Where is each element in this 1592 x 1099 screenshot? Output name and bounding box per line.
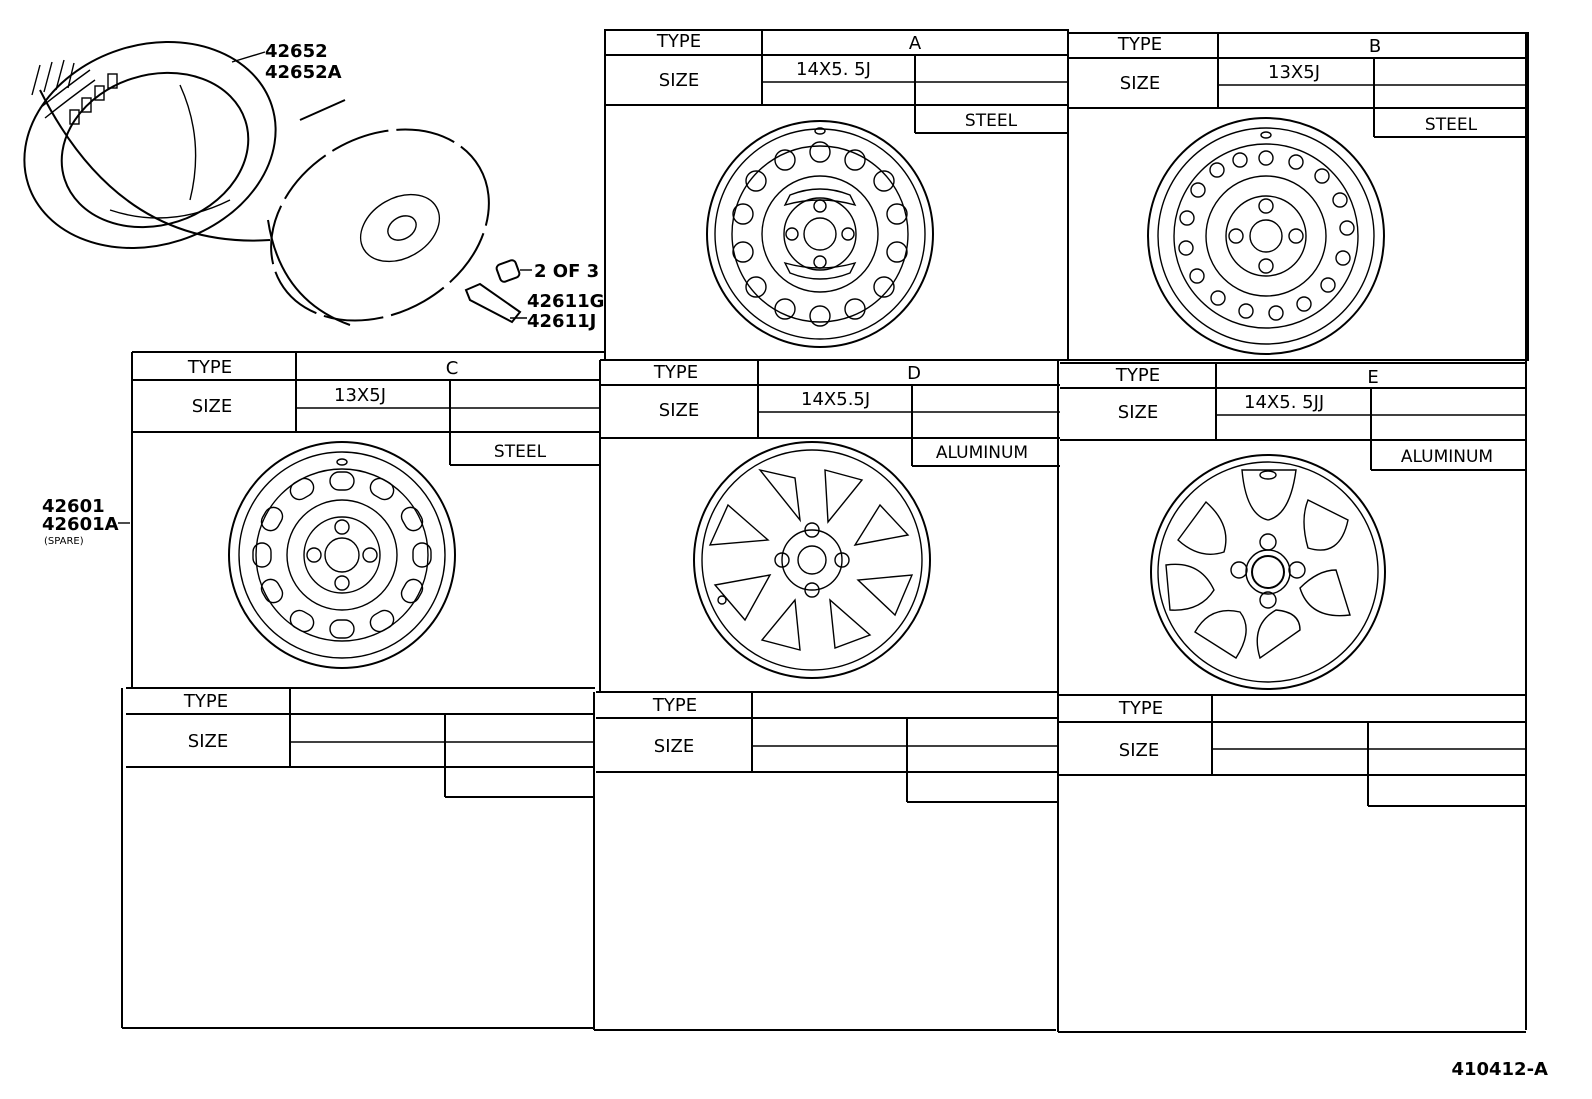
empty-left-size-label: SIZE bbox=[188, 731, 228, 752]
panel-e-type-value: E bbox=[1367, 367, 1378, 388]
tire-leader-line bbox=[231, 51, 266, 63]
panel-d-type-label: TYPE bbox=[653, 362, 698, 383]
panel-b: TYPE B SIZE 13X5J STEEL bbox=[1067, 32, 1529, 361]
empty-middle-type-label: TYPE bbox=[652, 695, 697, 716]
empty-right-type-label: TYPE bbox=[1118, 698, 1163, 719]
panel-e-material: ALUMINUM bbox=[1401, 447, 1493, 467]
panel-a-size-value: 14X5. 5J bbox=[796, 59, 871, 80]
wheel-b-drawing bbox=[1147, 117, 1385, 355]
empty-right-size-label: SIZE bbox=[1119, 740, 1159, 761]
panel-a: TYPE A SIZE 14X5. 5J STEEL bbox=[604, 29, 1069, 361]
valve-quantity-label: 2 OF 3 bbox=[534, 261, 599, 282]
panel-d: TYPE D SIZE 14X5.5J ALUMINUM bbox=[599, 359, 1060, 692]
panel-e-size-label: SIZE bbox=[1118, 402, 1158, 423]
panel-d-size-label: SIZE bbox=[659, 400, 699, 421]
empty-panel-left: TYPE SIZE bbox=[121, 687, 595, 1029]
panel-d-size-value: 14X5.5J bbox=[801, 389, 870, 410]
empty-panel-right: TYPE SIZE bbox=[1057, 360, 1526, 1033]
empty-middle-size-label: SIZE bbox=[654, 736, 694, 757]
panel-a-size-label: SIZE bbox=[659, 70, 699, 91]
wheel-spare-note: (SPARE) bbox=[44, 536, 84, 547]
panel-c-size-label: SIZE bbox=[192, 396, 232, 417]
valve-part-number: 42611G bbox=[527, 291, 604, 312]
valve-part-number-alt: 42611J bbox=[527, 311, 596, 332]
panel-c: TYPE C SIZE 13X5J STEEL bbox=[131, 351, 605, 688]
panel-b-material: STEEL bbox=[1425, 115, 1478, 135]
panel-a-material: STEEL bbox=[965, 111, 1018, 131]
panel-c-type-label: TYPE bbox=[187, 357, 232, 378]
wheel-c-drawing bbox=[228, 441, 456, 669]
wheel-part-number-alt: 42601A bbox=[42, 514, 119, 535]
empty-panel-middle: TYPE SIZE bbox=[593, 691, 1058, 1031]
valve-stem-illustration bbox=[464, 282, 527, 324]
valve-cap-illustration bbox=[495, 259, 532, 283]
panel-c-size-value: 13X5J bbox=[334, 385, 386, 406]
panel-a-type-value: A bbox=[909, 33, 922, 54]
rim-illustration bbox=[267, 99, 490, 326]
wheel-a-drawing bbox=[706, 120, 934, 348]
panel-e-type-label: TYPE bbox=[1115, 365, 1160, 386]
panel-a-type-label: TYPE bbox=[656, 31, 701, 52]
panel-c-material: STEEL bbox=[494, 442, 547, 462]
tire-part-number: 42652 bbox=[265, 41, 328, 62]
panel-e-size-value: 14X5. 5JJ bbox=[1244, 392, 1324, 413]
panel-d-type-value: D bbox=[907, 363, 921, 384]
panel-c-type-value: C bbox=[446, 358, 459, 379]
panel-b-type-label: TYPE bbox=[1117, 34, 1162, 55]
panel-e: TYPE E SIZE 14X5. 5JJ ALUMINUM bbox=[1060, 33, 1527, 1030]
wheel-d-drawing bbox=[693, 441, 931, 679]
empty-left-type-label: TYPE bbox=[183, 691, 228, 712]
wheel-part-number: 42601 bbox=[42, 496, 105, 517]
tire-illustration bbox=[23, 40, 277, 250]
figure-id: 410412-A bbox=[1451, 1059, 1548, 1080]
panel-b-type-value: B bbox=[1369, 36, 1381, 57]
tire-part-number-alt: 42652A bbox=[265, 62, 342, 83]
panel-d-material: ALUMINUM bbox=[936, 443, 1028, 463]
wheel-e-drawing bbox=[1150, 454, 1386, 690]
panel-b-size-label: SIZE bbox=[1120, 73, 1160, 94]
panel-b-size-value: 13X5J bbox=[1268, 62, 1320, 83]
